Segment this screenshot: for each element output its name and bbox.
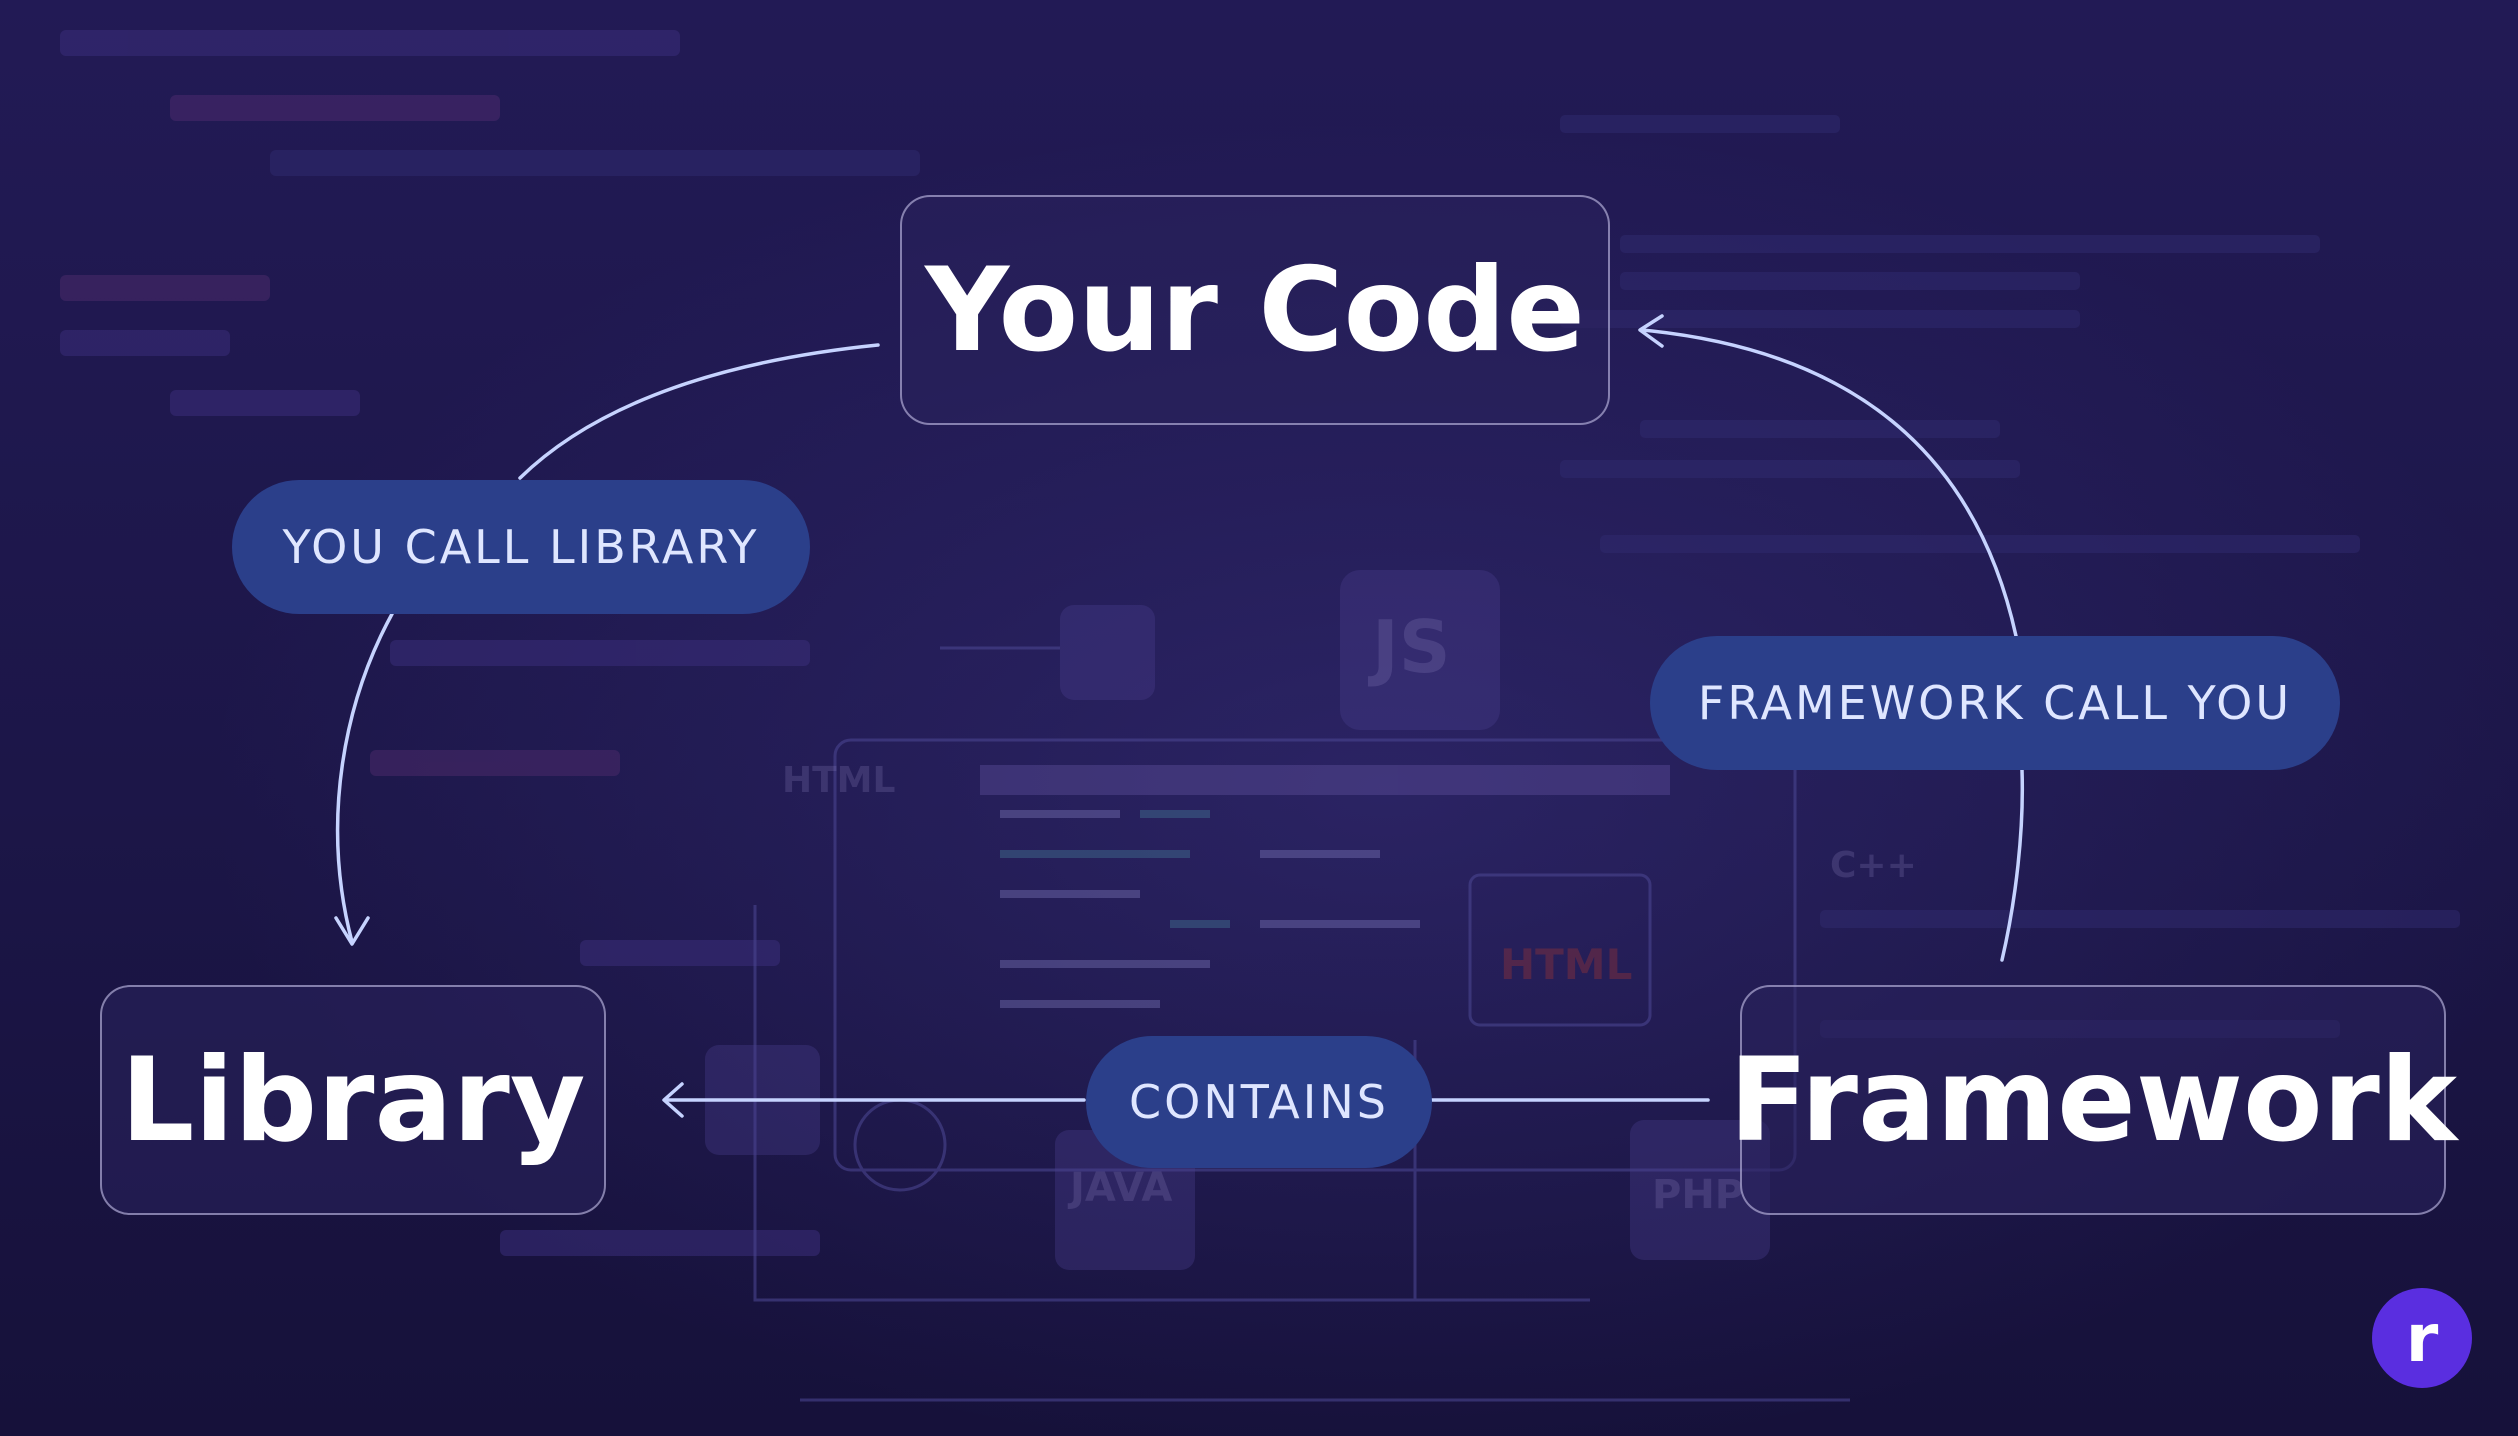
arrowhead-library-left [662,1082,684,1118]
bg-label-html: HTML [782,760,896,801]
bg-label-html-badge: HTML [1500,940,1633,989]
bg-label-js: JS [1372,605,1451,689]
arrow-your-code-to-library-lower [335,612,394,944]
edge-label-contains: CONTAINS [1086,1036,1432,1168]
node-your-code: Your Code [900,195,1610,425]
arrow-framework-to-your-code-lower [2000,768,2025,962]
brand-logo: r [2372,1288,2472,1388]
arrowhead-your-code [1638,314,1664,348]
arrowhead-library [334,916,370,946]
brand-logo-letter: r [2405,1299,2439,1377]
bg-label-java: JAVA [1070,1165,1173,1211]
node-library: Library [100,985,606,1215]
node-framework: Framework [1729,985,2457,1215]
bg-label-php: PHP [1652,1172,1745,1218]
edge-label-framework-call-you: FRAMEWORK CALL YOU [1650,636,2340,770]
bg-label-cpp: C++ [1830,845,1917,886]
arrow-your-code-to-library-upper [518,343,880,480]
arrow-framework-to-your-code-upper [1640,328,2018,638]
edge-label-you-call-library: YOU CALL LIBRARY [232,480,810,614]
arrow-your-code-to-library [330,345,878,940]
